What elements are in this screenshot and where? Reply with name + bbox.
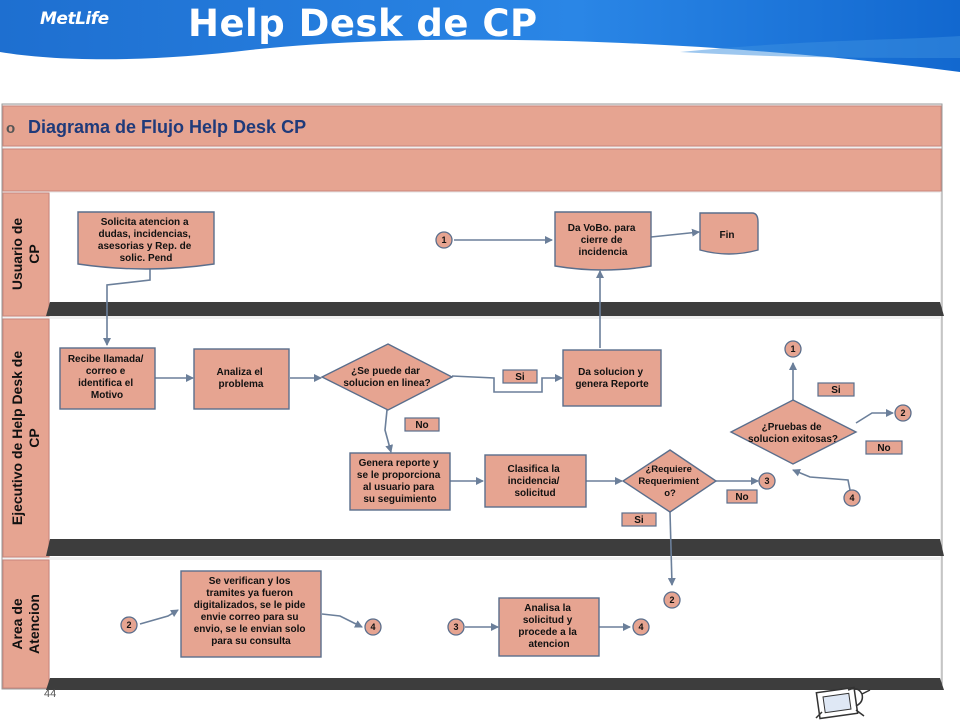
label-si: Si (515, 372, 525, 383)
connector-label: 4 (849, 493, 854, 503)
lane-separator (46, 302, 944, 316)
connector-label: 4 (370, 622, 375, 632)
edge-requiere-c2 (667, 511, 676, 586)
node-genera (349, 452, 451, 511)
label-si: Si (634, 515, 644, 526)
header-banner (0, 0, 960, 72)
lane-separator (46, 539, 944, 556)
connector-label: 1 (441, 235, 446, 245)
node-recibe (59, 347, 156, 410)
node-text-analisa: Analisa la solicitud y procede a la aten… (518, 603, 579, 650)
slide-number: 44 (44, 688, 57, 700)
connector-label: 1 (790, 344, 795, 354)
node-text-fin: Fin (720, 230, 735, 241)
title-bullet: o (6, 120, 15, 137)
node-fin (699, 212, 759, 255)
metlife-logo: MetLife (40, 9, 109, 29)
flowchart: o Diagrama de Flujo Help Desk CP Usuario… (1, 103, 944, 720)
connector-2 (894, 404, 912, 422)
page-title: Help Desk de CP (188, 2, 538, 45)
edge-pruebas-c2 (855, 409, 894, 424)
connector-3 (447, 618, 465, 636)
edge-c4-pruebas (792, 468, 851, 491)
node-solicita (77, 211, 215, 270)
connector-2 (120, 616, 138, 634)
connector-label: 3 (764, 476, 769, 486)
edge-puede-genera (384, 409, 394, 453)
connector-label: 2 (669, 595, 674, 605)
connector-1 (435, 231, 453, 249)
node-text-vobo: Da VoBo. para cierre de incidencia (568, 223, 638, 258)
connector-4 (632, 618, 650, 636)
node-verifican (180, 570, 322, 658)
edge-solicita-recibe (103, 268, 151, 346)
node-text-verifican: Se verifican y los tramites ya fueron di… (194, 576, 309, 647)
node-clasifica (484, 454, 587, 508)
node-text-analiza: Analiza el problema (217, 367, 266, 390)
node-text-clasifica: Clasifica la incidencia/ solicitud (507, 464, 562, 499)
connector-4 (843, 489, 861, 507)
node-text-solicita: Solicita atencion a dudas, incidencias, … (98, 217, 194, 264)
node-text-pruebas: ¿Pruebas de solucion exitosas? (748, 422, 838, 445)
node-puede (320, 343, 454, 411)
label-no: No (877, 443, 890, 454)
label-no-box (404, 417, 440, 432)
node-text-solucion: Da solucion y genera Reporte (575, 367, 649, 390)
edge-c2-verifican (139, 609, 179, 625)
connector-2 (663, 591, 681, 609)
connector-label: 2 (900, 408, 905, 418)
computer-clipart-icon (815, 686, 871, 720)
label-si-box (502, 369, 538, 384)
node-solucion (562, 349, 662, 407)
lane-label-usuario (2, 192, 50, 317)
label-no-box (726, 489, 758, 504)
lane-label-area (2, 559, 50, 689)
node-pruebas (729, 399, 858, 465)
label-si: Si (831, 385, 841, 396)
connector-label: 2 (126, 620, 131, 630)
node-text-genera: Genera reporte y se le proporciona al us… (357, 458, 443, 505)
node-analisa (498, 597, 600, 657)
lane-separator (46, 678, 944, 690)
connector-4 (364, 618, 382, 636)
edge-puede-solucion (451, 374, 563, 393)
lane-label-text-usuario: Usuario deCP (9, 218, 42, 291)
connector-1 (784, 340, 802, 358)
node-text-requiere: ¿Requiere Requerimient o? (638, 464, 701, 499)
label-si-box (621, 512, 657, 527)
node-text-recibe: Recibe llamada/ correo e identifica el M… (68, 354, 146, 401)
lane-label-text-ejecutivo: Ejecutivo de Help Desk deCP (9, 351, 42, 525)
edge-verifican-c4 (321, 613, 363, 628)
label-no-box (865, 440, 903, 455)
diagram-title: Diagrama de Flujo Help Desk CP (28, 117, 306, 137)
connector-label: 4 (638, 622, 643, 632)
edge-vobo-fin (650, 228, 700, 238)
node-analiza (193, 348, 290, 410)
lane-label-ejecutivo (2, 318, 50, 558)
label-no: No (415, 420, 428, 431)
node-text-puede: ¿Se puede dar solucion en linea? (343, 366, 430, 389)
node-vobo (554, 211, 652, 271)
label-no: No (735, 492, 748, 503)
connector-3 (758, 472, 776, 490)
label-si-box (817, 382, 855, 397)
connector-label: 3 (453, 622, 458, 632)
node-requiere (621, 449, 718, 513)
diagram-subheader-band (2, 148, 942, 192)
lane-label-text-area: Area deAtencion (9, 594, 42, 654)
diagram-title-band (2, 105, 942, 147)
